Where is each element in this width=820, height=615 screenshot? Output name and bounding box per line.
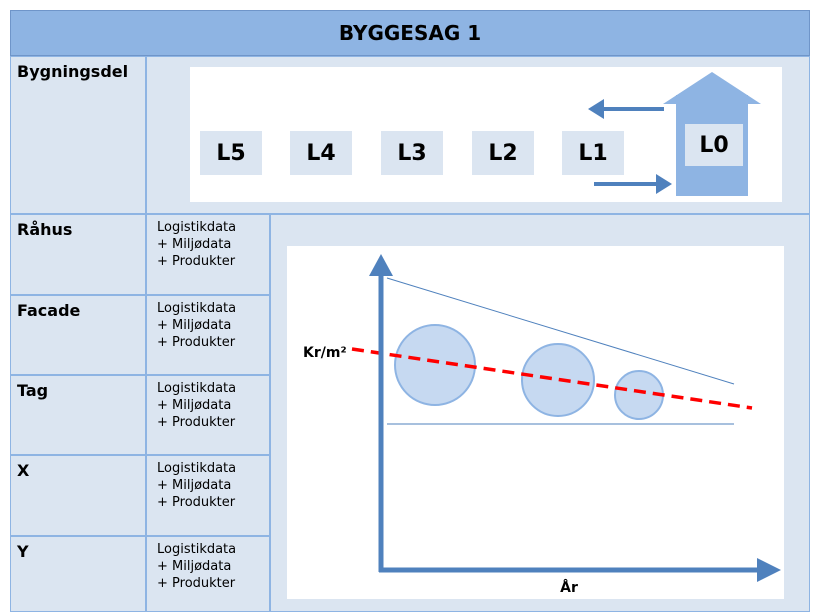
data-line: + Miljødata	[157, 559, 232, 574]
house-roof-icon	[663, 72, 761, 104]
row-label: Tag	[17, 381, 49, 400]
arrow-right-icon	[656, 174, 672, 194]
row-tag-label-cell: Tag	[10, 375, 146, 455]
data-line: Logistikdata	[157, 301, 237, 316]
row-y-label-cell: Y	[10, 536, 146, 612]
x-axis-label: År	[560, 579, 578, 596]
bubble-large	[394, 324, 476, 406]
data-line: + Produkter	[157, 415, 236, 430]
data-line: + Produkter	[157, 495, 236, 510]
trend-line	[351, 347, 753, 410]
data-line: + Miljødata	[157, 478, 232, 493]
row-rahus-label-cell: Råhus	[10, 214, 146, 295]
bygningsdel-label: Bygningsdel	[17, 62, 129, 81]
row-label: Y	[17, 542, 29, 561]
data-line: + Miljødata	[157, 398, 232, 413]
data-line: + Produkter	[157, 254, 236, 269]
level-l4: L4	[290, 131, 352, 175]
x-axis-arrow-icon	[757, 558, 781, 582]
level-l5: L5	[200, 131, 262, 175]
row-x-label-cell: X	[10, 455, 146, 536]
row-tag-data-cell: Logistikdata + Miljødata + Produkter	[146, 375, 270, 455]
data-line: Logistikdata	[157, 381, 237, 396]
data-line: Logistikdata	[157, 461, 237, 476]
data-line: Logistikdata	[157, 542, 237, 557]
title: BYGGESAG 1	[338, 21, 482, 45]
row-label: X	[17, 461, 30, 480]
row-x-data-cell: Logistikdata + Miljødata + Produkter	[146, 455, 270, 536]
chart-panel	[287, 246, 784, 599]
level-l1: L1	[562, 131, 624, 175]
title-bar: BYGGESAG 1	[10, 10, 810, 56]
row-label: Facade	[17, 301, 81, 320]
level-l3: L3	[381, 131, 443, 175]
row-label: Råhus	[17, 220, 73, 239]
data-line: Logistikdata	[157, 220, 237, 235]
y-axis-label: Kr/m²	[303, 345, 347, 361]
upper-bound-line	[386, 277, 735, 385]
row-facade-label-cell: Facade	[10, 295, 146, 375]
row-rahus-data-cell: Logistikdata + Miljødata + Produkter	[146, 214, 270, 295]
house-graphic	[588, 72, 761, 196]
bubble-medium	[521, 343, 595, 417]
data-line: + Miljødata	[157, 318, 232, 333]
y-axis-arrow-icon	[369, 254, 393, 276]
row-facade-data-cell: Logistikdata + Miljødata + Produkter	[146, 295, 270, 375]
data-line: + Produkter	[157, 335, 236, 350]
data-line: + Produkter	[157, 576, 236, 591]
row-y-data-cell: Logistikdata + Miljødata + Produkter	[146, 536, 270, 612]
chart-svg: Kr/m² År	[303, 254, 781, 596]
bygningsdel-cell: Bygningsdel	[10, 56, 146, 214]
level-l0: L0	[685, 124, 743, 166]
data-line: + Miljødata	[157, 237, 232, 252]
arrow-left-icon	[588, 99, 604, 119]
level-l2: L2	[472, 131, 534, 175]
